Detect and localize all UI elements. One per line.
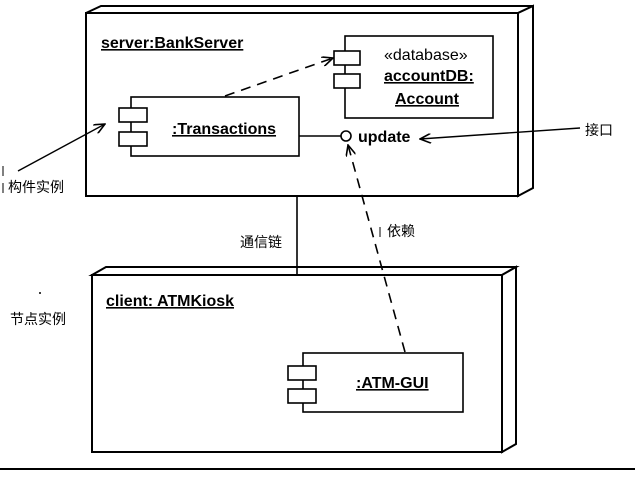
database-stereotype: «database»: [384, 47, 468, 64]
annotation-dot: [39, 292, 41, 294]
dependency-atmgui-interface: [348, 145, 406, 353]
annotation-dependency: 依赖: [387, 224, 415, 240]
annotation-comm-link: 通信链: [240, 235, 282, 251]
component-instance-annotation-arrow: [17, 124, 105, 172]
database-name-line2: Account: [395, 91, 460, 108]
atm-gui-name: :ATM-GUI: [356, 375, 429, 392]
dependency-transactions-database: [224, 58, 333, 97]
update-interface: update: [299, 129, 411, 146]
client-node: client: ATMKiosk: [88, 265, 520, 454]
database-name-line1: accountDB:: [384, 68, 474, 85]
client-node-label: client: ATMKiosk: [106, 293, 234, 310]
interface-label: update: [358, 129, 411, 146]
server-node-label: server:BankServer: [101, 35, 243, 52]
annotation-node-instance: 节点实例: [10, 312, 66, 328]
transactions-name: :Transactions: [172, 121, 276, 138]
annotation-interface: 接口: [585, 122, 613, 139]
transactions-component: :Transactions: [118, 96, 300, 157]
interface-annotation-arrow: [420, 127, 581, 139]
annotation-component-instance: 构件实例: [8, 180, 64, 196]
atm-gui-component: :ATM-GUI: [287, 352, 464, 413]
database-component: «database» accountDB: Account: [333, 35, 494, 119]
